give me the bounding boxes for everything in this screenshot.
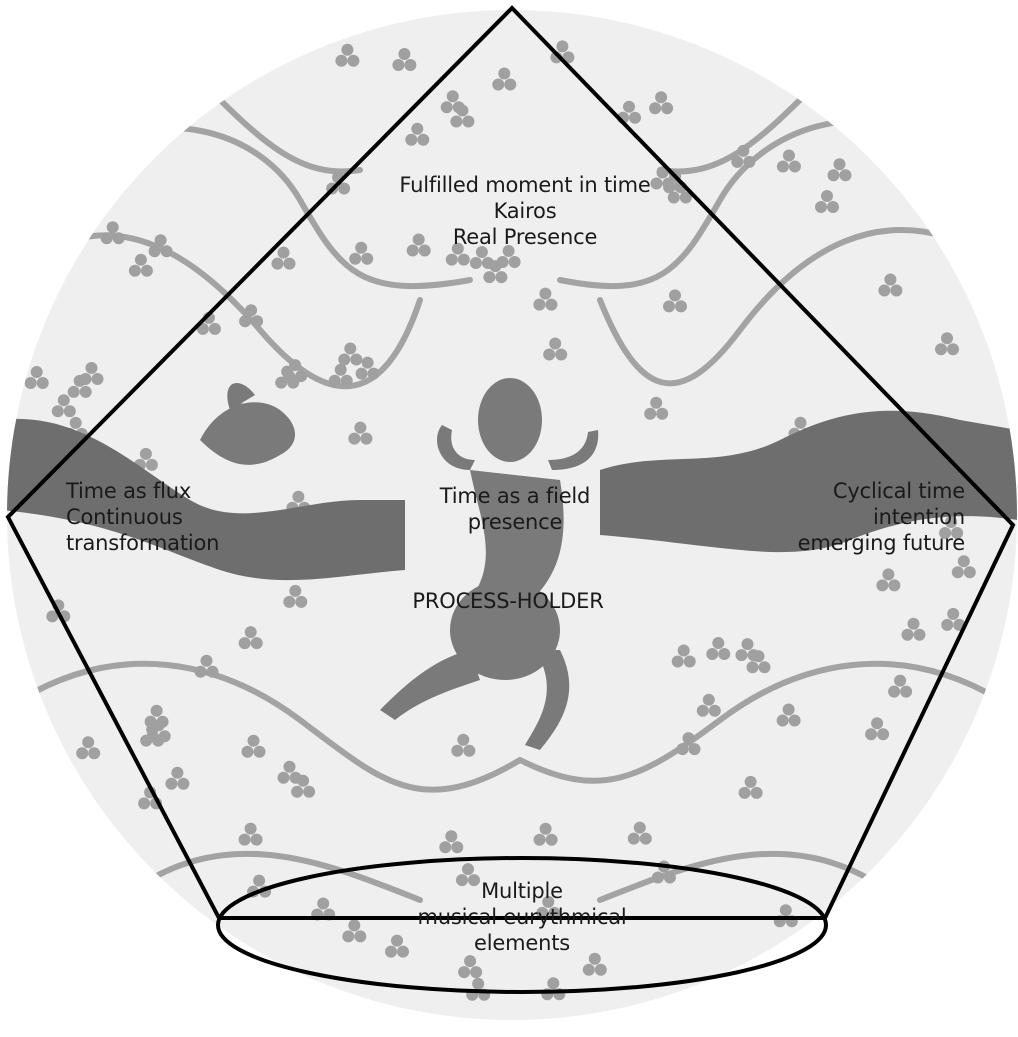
center-label: Time as a field presence	[410, 483, 620, 535]
right-line-1: Cyclical time	[745, 478, 965, 504]
right-line-3: emerging future	[745, 530, 965, 556]
process-holder-label: PROCESS-HOLDER	[398, 588, 618, 614]
left-line-1: Time as flux	[66, 478, 306, 504]
top-line-3: Real Presence	[370, 224, 680, 250]
base-line-3: elements	[382, 930, 662, 956]
right-vertex-label: Cyclical time intention emerging future	[745, 478, 965, 556]
right-line-2: intention	[745, 504, 965, 530]
top-line-1: Fulfilled moment in time	[370, 172, 680, 198]
left-line-3: transformation	[66, 530, 306, 556]
top-vertex-label: Fulfilled moment in time Kairos Real Pre…	[370, 172, 680, 250]
top-line-2: Kairos	[370, 198, 680, 224]
center-line-2: presence	[410, 509, 620, 535]
base-line-2: musical eurythmical	[382, 904, 662, 930]
center-line-1: Time as a field	[410, 483, 620, 509]
base-ellipse-label: Multiple musical eurythmical elements	[382, 878, 662, 956]
left-line-2: Continuous	[66, 504, 306, 530]
left-vertex-label: Time as flux Continuous transformation	[66, 478, 306, 556]
base-line-1: Multiple	[382, 878, 662, 904]
